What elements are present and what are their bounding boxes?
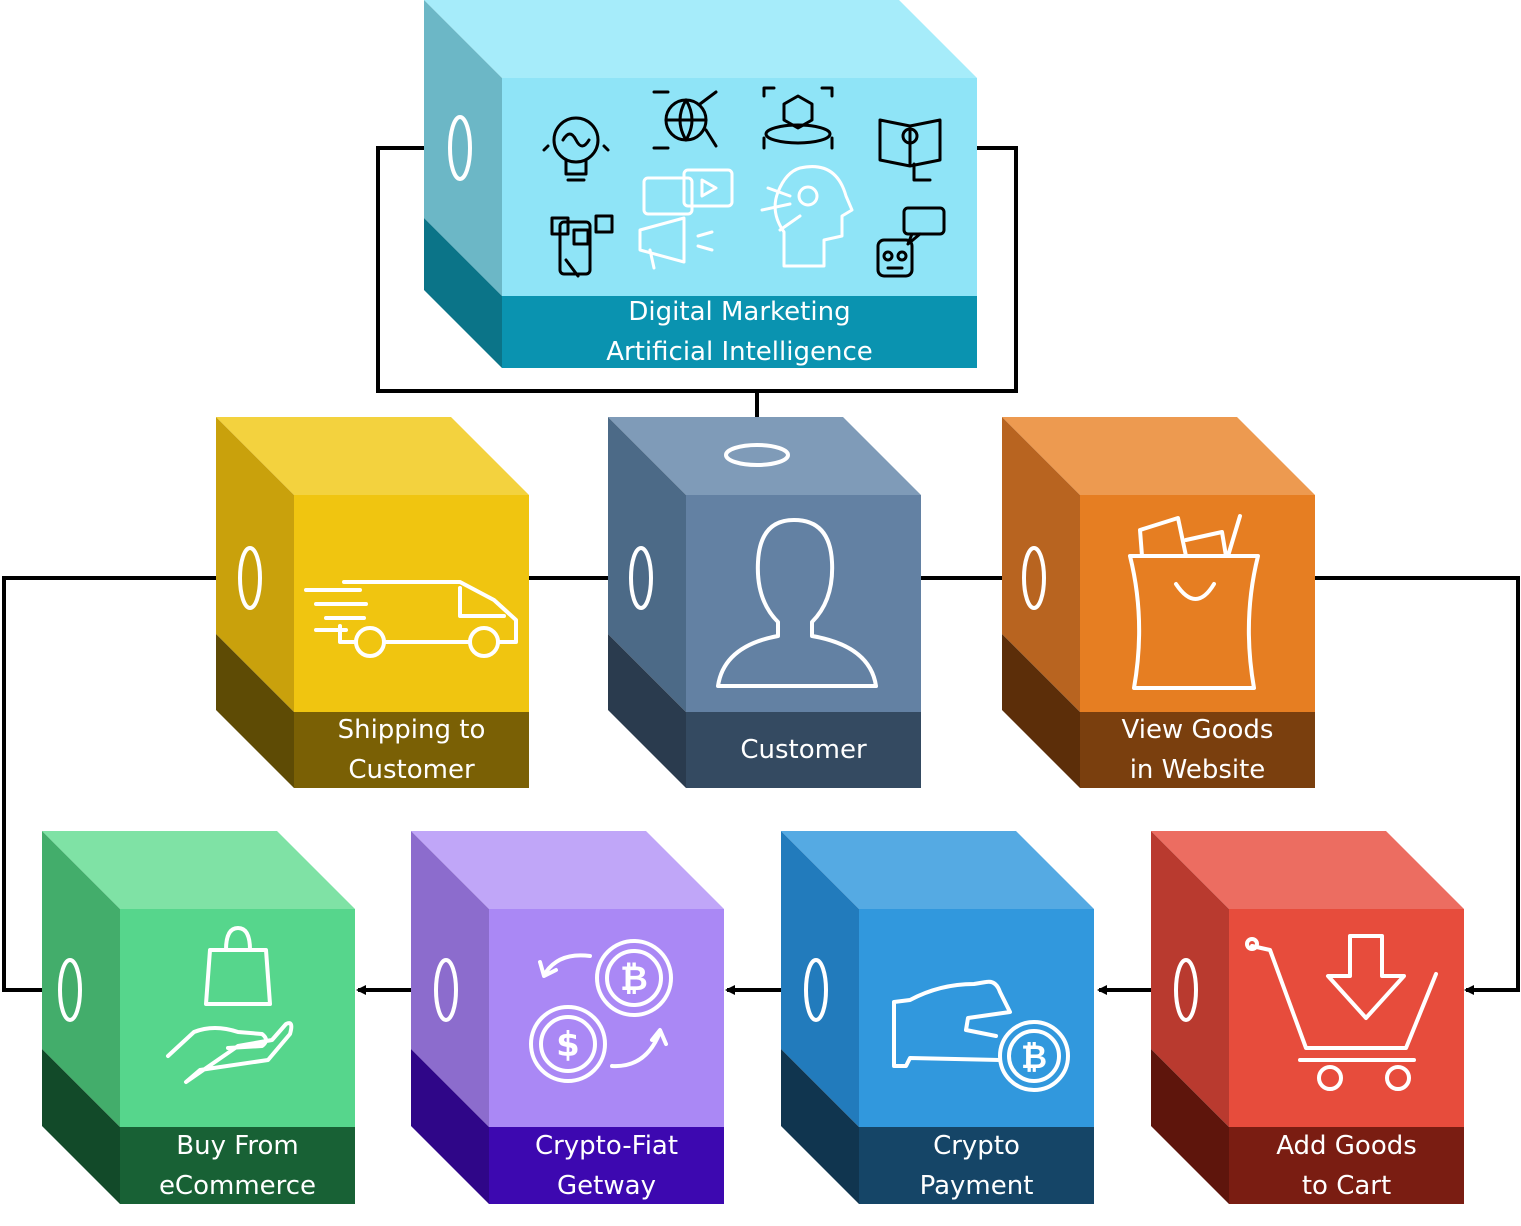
block-shipping xyxy=(216,417,529,788)
label-line: Customer xyxy=(348,755,475,785)
currency-exchange-icon: ₿ $ xyxy=(529,939,673,1083)
label-line: eCommerce xyxy=(158,1170,317,1201)
social-media-phone-icon xyxy=(550,214,614,278)
label-add-cart: Add Goods to Cart xyxy=(1229,1127,1464,1204)
connector-buy-to-shipping xyxy=(2,573,247,992)
label-customer: Customer xyxy=(686,712,921,788)
label-line: Getway xyxy=(557,1170,656,1201)
delivery-truck-icon xyxy=(304,580,518,658)
port-ring xyxy=(1022,546,1046,610)
block-crypto-fiat: ₿ $ xyxy=(411,831,724,1204)
block-add-cart xyxy=(1151,831,1464,1204)
label-line: Customer xyxy=(740,735,867,765)
svg-text:₿: ₿ xyxy=(620,959,648,999)
brain-bulb-icon xyxy=(542,116,610,182)
label-line: Crypto xyxy=(933,1130,1020,1161)
label-digital-marketing: Digital Marketing Artificial Intelligenc… xyxy=(502,296,977,368)
label-line: Crypto-Fiat xyxy=(534,1130,679,1161)
person-icon xyxy=(716,518,878,688)
block-digital-marketing xyxy=(424,0,977,368)
label-crypto-fiat: Crypto-Fiat Getway xyxy=(489,1127,724,1204)
port-ring xyxy=(448,115,472,181)
label-line: in Website xyxy=(1129,755,1266,785)
svg-text:$: $ xyxy=(556,1025,580,1065)
port-ring xyxy=(804,958,828,1022)
chatbot-icon xyxy=(876,206,946,278)
shopping-bag-icon xyxy=(1128,514,1260,690)
port-ring xyxy=(1174,958,1198,1022)
block-view-goods xyxy=(1002,417,1315,788)
connectors xyxy=(2,146,1520,995)
connector-view-to-cart xyxy=(1315,576,1520,995)
globe-satellite-icon xyxy=(652,90,718,150)
port-ring xyxy=(434,958,458,1022)
label-view-goods: View Goods in Website xyxy=(1080,712,1315,788)
block-buy xyxy=(42,831,355,1204)
block-crypto-payment: ₿ xyxy=(781,831,1094,1204)
hand-bag-icon xyxy=(166,926,294,1084)
label-line: Add Goods xyxy=(1276,1130,1417,1161)
svg-text:₿: ₿ xyxy=(1021,1038,1047,1076)
label-shipping: Shipping to Customer xyxy=(294,712,529,788)
label-crypto-payment: Crypto Payment xyxy=(859,1127,1094,1204)
label-line: Artificial Intelligence xyxy=(606,337,873,367)
ar-360-icon xyxy=(762,86,834,150)
connector-top-loop xyxy=(376,146,1018,393)
label-line: to Cart xyxy=(1301,1170,1392,1201)
label-line: Payment xyxy=(919,1170,1034,1201)
port-ring xyxy=(238,546,262,610)
hand-bitcoin-icon: ₿ xyxy=(892,979,1070,1092)
port-ring xyxy=(629,546,653,610)
label-line: Buy From xyxy=(176,1130,299,1161)
port-ring xyxy=(58,958,82,1022)
port-ring xyxy=(724,443,790,467)
ai-head-icon xyxy=(760,165,854,268)
label-line: Shipping to xyxy=(337,715,486,745)
megaphone-video-icon xyxy=(638,168,734,270)
cart-download-icon xyxy=(1245,934,1438,1091)
label-line: Digital Marketing xyxy=(628,297,851,327)
manual-touch-icon xyxy=(878,118,942,182)
label-line: View Goods xyxy=(1121,715,1274,745)
block-customer xyxy=(608,417,921,788)
label-buy: Buy From eCommerce xyxy=(120,1127,355,1204)
